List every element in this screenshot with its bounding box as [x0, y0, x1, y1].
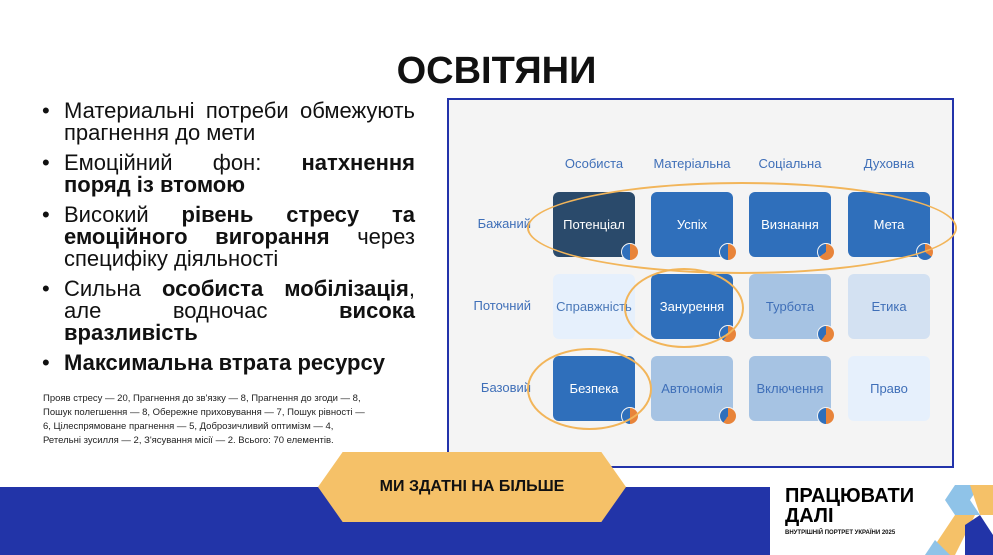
need-tile-label: Турбота — [765, 299, 815, 314]
bullet-emphasis: особиста мобілізація — [162, 276, 409, 301]
pie-chart-icon — [719, 407, 737, 425]
need-tile: Турбота — [749, 274, 835, 343]
need-tile: Автономія — [651, 356, 737, 425]
stress-breakdown-note: Прояв стресу — 20, Прагнення до зв'язку … — [43, 393, 365, 446]
bullet-emphasis: рівень стресу та емоційного вигорання — [64, 202, 415, 249]
need-tile: Занурення — [651, 274, 737, 343]
pie-chart-icon — [817, 243, 835, 261]
bullet-text: Емоційний фон: — [64, 150, 302, 175]
pie-chart-icon — [621, 243, 639, 261]
bullet-list: Материальні потреби обмежують прагнення … — [40, 100, 415, 382]
bullet-item: Максимальна втрата ресурсу — [40, 350, 415, 375]
page-title: ОСВІТЯНИ — [396, 50, 597, 92]
need-tile-label: Занурення — [659, 299, 725, 314]
need-tile: Потенціал — [553, 192, 639, 261]
need-tile: Безпека — [553, 356, 639, 425]
bullet-text: Високий — [64, 202, 182, 227]
need-tile-label: Справжність — [556, 299, 632, 314]
logo-subtitle: ВНУТРІШНІЙ ПОРТРЕТ УКРАЇНИ 2025 — [785, 530, 896, 536]
logo: ПРАЦЮВАТИ ДАЛІ ВНУТРІШНІЙ ПОРТРЕТ УКРАЇН… — [785, 486, 914, 536]
need-tile: Мета — [848, 192, 934, 261]
need-tile: Право — [848, 356, 930, 421]
logo-line1: ПРАЦЮВАТИ — [785, 485, 915, 507]
column-header: Соціальна — [758, 156, 822, 171]
bullet-text: Сильна — [64, 276, 162, 301]
pie-chart-icon — [817, 407, 835, 425]
pie-chart-icon — [719, 325, 737, 343]
pie-chart-icon — [817, 325, 835, 343]
pie-chart-icon — [621, 407, 639, 425]
row-header: Поточний — [473, 298, 531, 313]
column-header: Матеріальна — [653, 156, 731, 171]
need-tile-label: Право — [870, 381, 908, 396]
row-header: Бажаний — [477, 216, 531, 231]
pie-chart-icon — [916, 243, 934, 261]
need-tile-label: Визнання — [761, 217, 819, 232]
pie-chart-icon — [719, 243, 737, 261]
need-tile-label: Безпека — [569, 381, 619, 396]
bullet-text: через специфіку діяльності — [64, 224, 415, 271]
need-tile-label: Включення — [756, 381, 824, 396]
need-tile: Включення — [749, 356, 835, 425]
bullet-emphasis: висока вразливість — [64, 298, 415, 345]
need-tile: Успіх — [651, 192, 737, 261]
bullet-item: Високий рівень стресу та емоційного виго… — [40, 204, 415, 270]
bullet-item: Емоційний фон: натхнення поряд із втомою — [40, 152, 415, 196]
bullet-emphasis: натхнення поряд із втомою — [64, 150, 415, 197]
column-header: Духовна — [863, 156, 915, 171]
slogan-banner: МИ ЗДАТНІ НА БІЛЬШЕ — [318, 452, 626, 522]
need-tile: Визнання — [749, 192, 835, 261]
bullet-emphasis: Максимальна втрата ресурсу — [64, 350, 385, 375]
row-header: Базовий — [480, 380, 531, 395]
bullet-text: , але водночас — [64, 276, 415, 323]
need-tile-label: Автономія — [661, 381, 723, 396]
need-tile-label: Етика — [871, 299, 907, 314]
bullet-text: Материальні потреби обмежують прагнення … — [64, 98, 415, 145]
hexagon-decoration-icon — [925, 485, 993, 555]
bullet-item: Сильна особиста мобілізація, але водноча… — [40, 278, 415, 344]
logo-line2: ДАЛІ — [785, 505, 834, 527]
need-tile-label: Успіх — [676, 217, 708, 232]
bullet-item: Материальні потреби обмежують прагнення … — [40, 100, 415, 144]
need-tile-label: Потенціал — [563, 217, 625, 232]
need-tile: Етика — [848, 274, 930, 339]
column-header: Особиста — [564, 156, 624, 171]
need-tile: Справжність — [553, 274, 635, 339]
need-tile-label: Мета — [873, 217, 905, 232]
